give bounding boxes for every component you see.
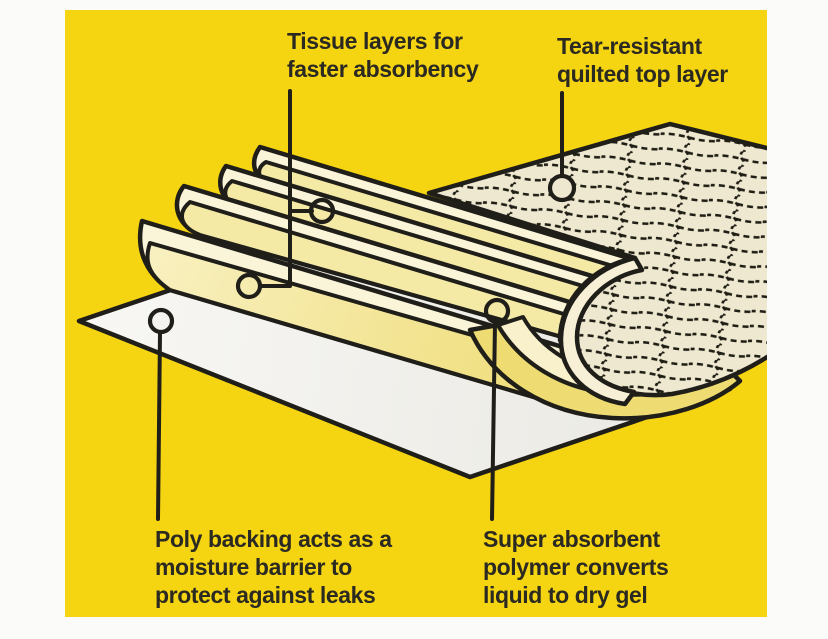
poly-callout-line — [156, 331, 162, 521]
diagram-card: Tissue layers for faster absorbency Tear… — [65, 10, 767, 617]
tissue-upper-marker — [308, 197, 336, 225]
pad-cutaway-illustration — [76, 89, 767, 521]
quilted-layer-rolled-edge — [558, 255, 645, 407]
tissue-lower-marker — [235, 272, 263, 300]
super-callout-line — [490, 321, 497, 521]
super-absorbent-label: Super absorbent polymer converts liquid … — [483, 526, 669, 608]
tissue-layer-1-face — [145, 241, 580, 412]
super-marker — [483, 297, 511, 325]
quilted-top-label: Tear-resistant quilted top layer — [557, 33, 728, 87]
callout-markers — [147, 173, 577, 335]
quilting-pattern — [429, 124, 767, 396]
tissue-layers-label: Tissue layers for faster absorbency — [287, 28, 479, 82]
poly-backing-label: Poly backing acts as a moisture barrier … — [155, 526, 392, 608]
poly-marker — [147, 307, 175, 335]
tissue-callout-line — [259, 89, 314, 288]
tear-marker — [547, 173, 577, 203]
callout-lines — [156, 89, 564, 521]
